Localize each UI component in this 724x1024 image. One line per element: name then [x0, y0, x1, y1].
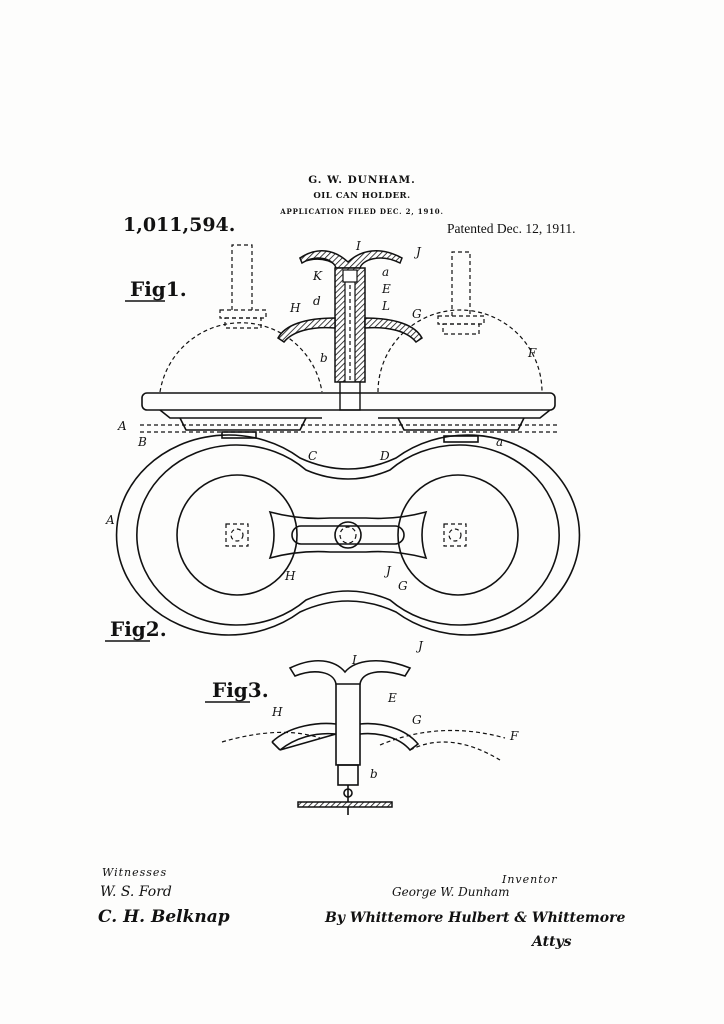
ref-K: K	[312, 269, 323, 283]
ref-I: I	[351, 653, 357, 667]
ref-a2: a	[496, 435, 503, 449]
ref-J: J	[413, 245, 422, 259]
fig2-label: Fig2.	[110, 617, 167, 641]
ref-G: G	[412, 307, 422, 321]
attys-label: Attys	[530, 934, 572, 950]
ref-J: J	[415, 639, 424, 653]
ref-E: E	[381, 282, 391, 296]
figure-2: Fig2. A H J G	[105, 434, 581, 642]
ref-C: C	[308, 449, 317, 463]
witness-1-signature: W. S. Ford	[100, 884, 172, 900]
ref-G: G	[398, 579, 408, 593]
figure-1: Fig1.	[117, 239, 560, 463]
ref-F: F	[527, 346, 537, 360]
patented-date: Patented Dec. 12, 1911.	[447, 221, 576, 236]
ref-b: b	[320, 351, 328, 365]
attorneys-signature: By Whittemore Hulbert & Whittemore	[324, 910, 625, 926]
ref-L: L	[381, 299, 390, 313]
signature-block: Witnesses W. S. Ford C. H. Belknap Inven…	[98, 866, 625, 950]
ref-I: I	[355, 239, 361, 253]
base-plate-a	[141, 392, 556, 411]
ref-A: A	[117, 419, 127, 433]
ref-E: E	[387, 691, 397, 705]
left-can-outline	[159, 322, 323, 393]
ref-B: B	[137, 435, 147, 449]
ref-d: d	[313, 294, 321, 308]
base-plate-section	[297, 801, 393, 808]
patent-title: OIL CAN HOLDER.	[313, 191, 411, 201]
application-filed-date: APPLICATION FILED DEC. 2, 1910.	[280, 207, 444, 216]
inventor-signature: George W. Dunham	[392, 885, 509, 899]
ref-a: a	[382, 265, 389, 279]
fig1-label: Fig1.	[130, 277, 187, 301]
ref-D: D	[379, 449, 390, 463]
witnesses-label: Witnesses	[102, 866, 167, 879]
arm-g-section	[364, 317, 423, 344]
ref-H: H	[284, 569, 296, 583]
handle-arms-plan	[268, 510, 428, 560]
patent-number: 1,011,594.	[123, 214, 236, 236]
ref-b: b	[370, 767, 378, 781]
handle-top-section	[299, 250, 403, 269]
handle-top	[288, 659, 412, 685]
inventor-heading: G. W. DUNHAM.	[308, 174, 416, 186]
right-can-outline	[377, 309, 543, 393]
ref-A: A	[105, 513, 115, 527]
ref-G: G	[412, 713, 422, 727]
ref-H: H	[271, 705, 283, 719]
arm-h-section	[277, 317, 336, 344]
figure-3: Fig3. I J E H G F b	[205, 639, 519, 815]
ref-H: H	[289, 301, 301, 315]
fig3-label: Fig3.	[212, 678, 269, 702]
ref-J: J	[383, 564, 392, 578]
ref-F: F	[509, 729, 519, 743]
base-plate-outline	[115, 434, 581, 636]
inventor-label: Inventor	[501, 873, 558, 886]
witness-2-signature: C. H. Belknap	[98, 907, 230, 927]
